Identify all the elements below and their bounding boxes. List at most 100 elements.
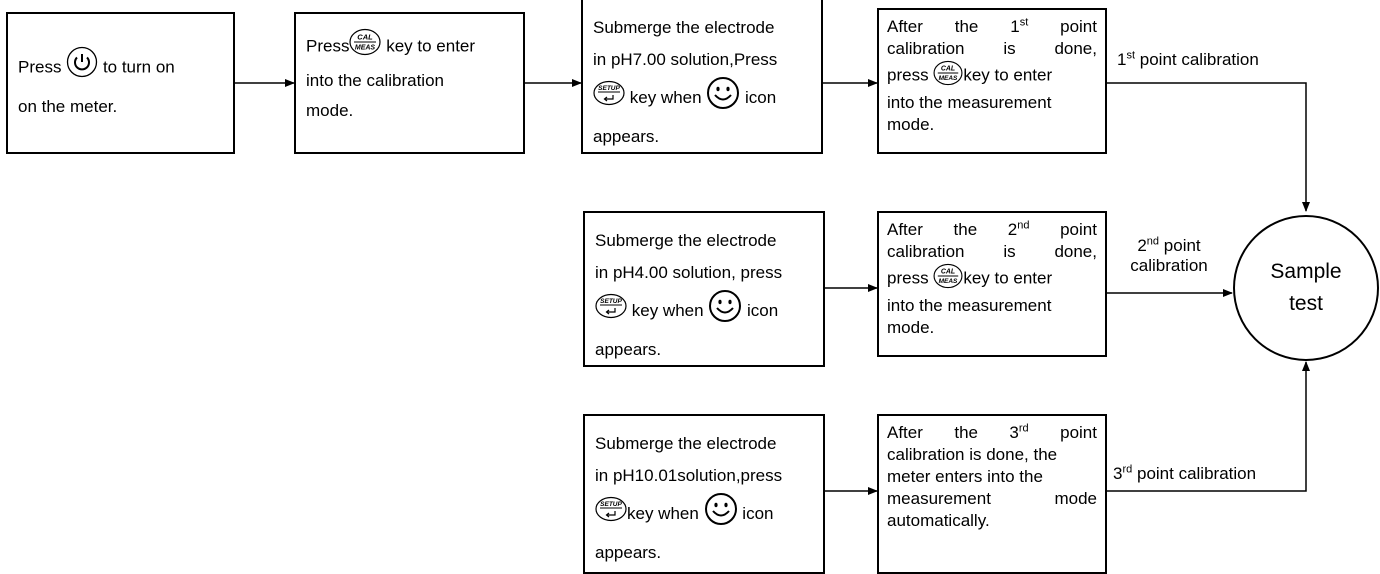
step-power-on-line1: Press to turn on bbox=[18, 46, 223, 90]
setup-enter-key-icon: SETUP bbox=[595, 496, 627, 533]
row3-after-line1: After the 3rd point bbox=[887, 422, 1097, 444]
row2-after-line4: into the measurement bbox=[887, 296, 1052, 315]
row1-after-w2: the bbox=[954, 17, 979, 36]
edge-label-row3: 3rd point calibration bbox=[1113, 463, 1257, 483]
row2-solution-box: Submerge the electrode in pH4.00 solutio… bbox=[583, 211, 825, 367]
smiley-face-icon bbox=[706, 76, 740, 121]
row3-solution-box: Submerge the electrode in pH10.01solutio… bbox=[583, 414, 825, 574]
step-calibration-mode-post: key to enter bbox=[386, 36, 476, 56]
row1-after-line2: calibration is done, bbox=[887, 38, 1097, 60]
row3-after-w3: point bbox=[1060, 423, 1097, 442]
edge-label-row2: 2nd point calibration bbox=[1130, 235, 1208, 275]
row2-after-l3b: key to enter bbox=[963, 268, 1053, 288]
row3-solution-key-when: key when bbox=[627, 503, 699, 523]
row1-after-l3b: key to enter bbox=[963, 65, 1053, 85]
row3-after-w2: the bbox=[954, 423, 978, 442]
row3-solution-line2: in pH10.01solution,press bbox=[595, 466, 783, 485]
step-calibration-mode-line3: mode. bbox=[306, 101, 354, 120]
sample-test-line1: Sample bbox=[1270, 260, 1342, 283]
row2-after-w2: the bbox=[953, 220, 978, 239]
sample-test-node: Sample test bbox=[1233, 215, 1379, 361]
row3-after-l4a: measurement bbox=[887, 489, 991, 508]
row1-after-line4: into the measurement bbox=[887, 93, 1052, 112]
cal-key-top-text: CAL bbox=[941, 269, 955, 276]
row2-after-l2a: calibration bbox=[887, 242, 965, 261]
row2-after-l2c: done, bbox=[1054, 242, 1097, 261]
cal-meas-key-icon: CAL MEAS bbox=[349, 28, 382, 66]
row1-solution-line4: appears. bbox=[593, 127, 660, 146]
row2-solution-line2: in pH4.00 solution, press bbox=[595, 263, 783, 282]
cal-meas-key-icon: CAL MEAS bbox=[933, 263, 963, 295]
row1-after-l2c: done, bbox=[1054, 39, 1097, 58]
step-power-on-pre: Press bbox=[18, 57, 62, 77]
setup-key-text: SETUP bbox=[600, 501, 622, 508]
row1-solution-line1: Submerge the electrode bbox=[593, 18, 775, 37]
row2-after-line5: mode. bbox=[887, 318, 935, 337]
row2-after-w3: point bbox=[1060, 220, 1097, 239]
row2-solution-key-when: key when bbox=[631, 300, 704, 320]
row2-solution-line3: SETUP key when icon bbox=[595, 289, 813, 334]
row2-after-line3: press CAL MEAS key to enter bbox=[887, 263, 1097, 295]
row1-solution-line3: SETUP key when icon bbox=[593, 76, 811, 121]
row3-after-line3: meter enters into the bbox=[887, 467, 1043, 486]
cal-meas-key-icon: CAL MEAS bbox=[933, 60, 963, 92]
cal-key-bottom-text: MEAS bbox=[939, 278, 958, 285]
step-calibration-mode-line1: Press CAL MEAS key to enter bbox=[306, 28, 513, 66]
edge-row1-to-sample-test bbox=[1107, 82, 1310, 212]
row2-after-l3a: press bbox=[887, 268, 929, 288]
row3-solution-line1: Submerge the electrode bbox=[595, 434, 777, 453]
row3-after-line5: automatically. bbox=[887, 511, 990, 530]
cal-key-bottom-text: MEAS bbox=[939, 75, 958, 82]
row1-after-w1: After bbox=[887, 17, 923, 36]
row2-after-w1: After bbox=[887, 220, 923, 239]
step-power-on-box: Press to turn on on the meter. bbox=[6, 12, 235, 154]
row3-after-ordinal: 3rd bbox=[1009, 422, 1029, 442]
row3-after-l4b: mode bbox=[1054, 489, 1097, 508]
row2-solution-line4: appears. bbox=[595, 340, 662, 359]
power-button-icon bbox=[66, 46, 98, 90]
row1-after-line1: After the 1st point bbox=[887, 16, 1097, 38]
row1-solution-key-when: key when bbox=[629, 87, 702, 107]
row1-after-l2b: is bbox=[1003, 39, 1016, 58]
edge-label-row1: 1st point calibration bbox=[1117, 49, 1259, 69]
setup-enter-key-icon: SETUP bbox=[595, 293, 627, 330]
cal-key-bottom-text: MEAS bbox=[355, 45, 376, 52]
row2-solution-line1: Submerge the electrode bbox=[595, 231, 777, 250]
row3-after-box: After the 3rd point calibration is done,… bbox=[877, 414, 1107, 574]
sample-test-line2: test bbox=[1289, 292, 1323, 315]
row2-solution-icon-word: icon bbox=[747, 300, 779, 320]
row3-solution-icon-word: icon bbox=[742, 503, 774, 523]
smiley-face-icon bbox=[704, 492, 738, 537]
step-calibration-mode-box: Press CAL MEAS key to enter into the cali… bbox=[294, 12, 525, 154]
row1-after-l3a: press bbox=[887, 65, 929, 85]
cal-key-top-text: CAL bbox=[941, 66, 955, 73]
row2-after-line2: calibration is done, bbox=[887, 241, 1097, 263]
setup-key-text: SETUP bbox=[598, 85, 620, 92]
row1-after-line5: mode. bbox=[887, 115, 935, 134]
setup-enter-key-icon: SETUP bbox=[593, 80, 625, 117]
row1-solution-line2: in pH7.00 solution,Press bbox=[593, 50, 778, 69]
row3-solution-line4: appears. bbox=[595, 543, 662, 562]
row2-after-line1: After the 2nd point bbox=[887, 219, 1097, 241]
smiley-face-icon bbox=[708, 289, 742, 334]
row1-after-ordinal: 1st bbox=[1010, 16, 1029, 36]
row3-solution-line3: SETUP key when icon bbox=[595, 492, 813, 537]
step-calibration-mode-line2: into the calibration bbox=[306, 71, 444, 90]
step-power-on-post: to turn on bbox=[102, 57, 175, 77]
edge-row3-to-sample-test bbox=[1107, 361, 1310, 492]
row1-solution-icon-word: icon bbox=[745, 87, 777, 107]
row2-after-ordinal: 2nd bbox=[1007, 219, 1030, 239]
row2-after-box: After the 2nd point calibration is done,… bbox=[877, 211, 1107, 357]
row1-after-w3: point bbox=[1060, 17, 1097, 36]
row1-after-l2a: calibration bbox=[887, 39, 965, 58]
step-calibration-mode-pre: Press bbox=[306, 36, 350, 56]
row1-after-box: After the 1st point calibration is done,… bbox=[877, 8, 1107, 154]
row1-after-line3: press CAL MEAS key to enter bbox=[887, 60, 1097, 92]
row3-after-line4: measurement mode bbox=[887, 488, 1097, 510]
step-power-on-line2: on the meter. bbox=[18, 97, 118, 116]
row3-after-w1: After bbox=[887, 423, 923, 442]
row3-after-line2: calibration is done, the bbox=[887, 445, 1058, 464]
cal-key-top-text: CAL bbox=[358, 33, 374, 42]
row2-after-l2b: is bbox=[1003, 242, 1016, 261]
